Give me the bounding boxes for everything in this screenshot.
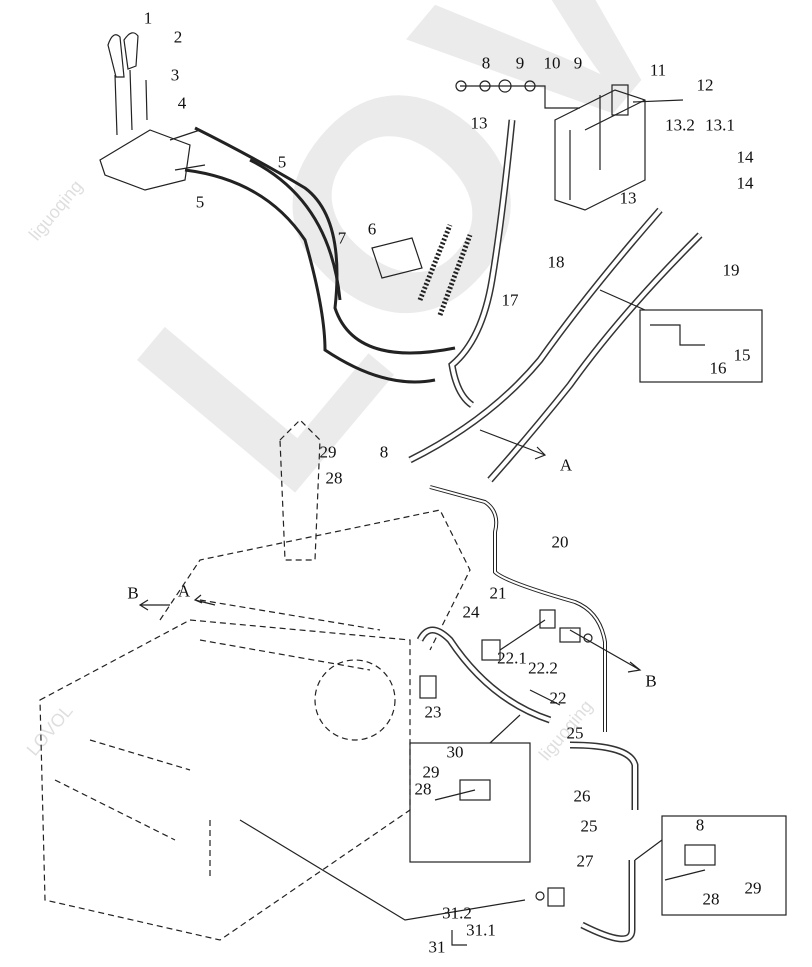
callout-label: 27 — [576, 851, 594, 871]
arrow-b — [569, 629, 642, 673]
callout-label: 15 — [733, 345, 751, 365]
springs — [417, 224, 473, 316]
callout-label: 6 — [367, 219, 377, 239]
arrow-b-left — [138, 599, 170, 611]
callout-label: 22.1 — [497, 648, 527, 668]
callout-label: A — [559, 455, 573, 475]
callout-label: 8 — [481, 53, 491, 73]
callout-label: 11 — [649, 60, 667, 80]
callout-label: 23 — [424, 702, 442, 722]
callout-label: 28 — [414, 779, 432, 799]
callout-label: 21 — [489, 583, 507, 603]
callout-label: 5 — [277, 152, 287, 172]
callout-label: 28 — [702, 889, 720, 909]
callout-label: 29 — [744, 878, 762, 898]
inset-box-28-29-30 — [409, 742, 531, 863]
callout-label: 12 — [696, 75, 714, 95]
lever-assembly — [99, 32, 206, 191]
callout-label: 9 — [515, 53, 525, 73]
callout-label: 17 — [501, 290, 519, 310]
callout-label: 5 — [195, 192, 205, 212]
callout-label: 22 — [549, 688, 567, 708]
control-valve — [554, 84, 684, 211]
callout-label: 25 — [566, 723, 584, 743]
callout-label: 14 — [736, 147, 754, 167]
callout-label: 13.1 — [705, 115, 735, 135]
callout-label: 22.2 — [528, 658, 558, 678]
inset-box-15-16 — [639, 309, 763, 383]
callout-label: 31 — [428, 937, 446, 957]
callout-label: 3 — [170, 65, 180, 85]
callout-label: 9 — [573, 53, 583, 73]
washer-row — [460, 85, 580, 109]
callout-label: 19 — [722, 260, 740, 280]
callout-label: 18 — [547, 252, 565, 272]
callout-label: 13.2 — [665, 115, 695, 135]
pipe-20 — [429, 485, 607, 732]
control-cables — [184, 126, 456, 384]
callout-label: 29 — [422, 762, 440, 782]
callout-label: 10 — [543, 53, 561, 73]
callout-label: 20 — [551, 532, 569, 552]
callout-label: 4 — [177, 93, 187, 113]
callout-label: A — [177, 581, 191, 601]
callout-label: 1 — [143, 8, 153, 28]
callout-label: 28 — [325, 468, 343, 488]
callout-label: 8 — [379, 442, 389, 462]
arrow-a — [479, 429, 547, 460]
callout-label: 30 — [446, 742, 464, 762]
callout-label: 13 — [619, 188, 637, 208]
callout-label: 25 — [580, 816, 598, 836]
hoses-inner — [409, 119, 702, 482]
inset-box-8-28-29 — [661, 815, 787, 916]
callout-label: 2 — [173, 27, 183, 47]
callout-label: 14 — [736, 173, 754, 193]
callout-label: 24 — [462, 602, 480, 622]
callout-label: 8 — [695, 815, 705, 835]
callout-label: 16 — [709, 358, 727, 378]
callout-label: 7 — [337, 228, 347, 248]
arrow-a-left — [193, 594, 216, 606]
callout-label: 26 — [573, 786, 591, 806]
transmission-housing — [39, 419, 471, 941]
callout-label: 13 — [470, 113, 488, 133]
bracket-7 — [371, 237, 423, 279]
callout-label: 31.2 — [442, 903, 472, 923]
callout-label: 29 — [319, 442, 337, 462]
callout-label: B — [127, 583, 139, 603]
callout-label: B — [645, 671, 657, 691]
callout-label: 31.1 — [466, 920, 496, 940]
